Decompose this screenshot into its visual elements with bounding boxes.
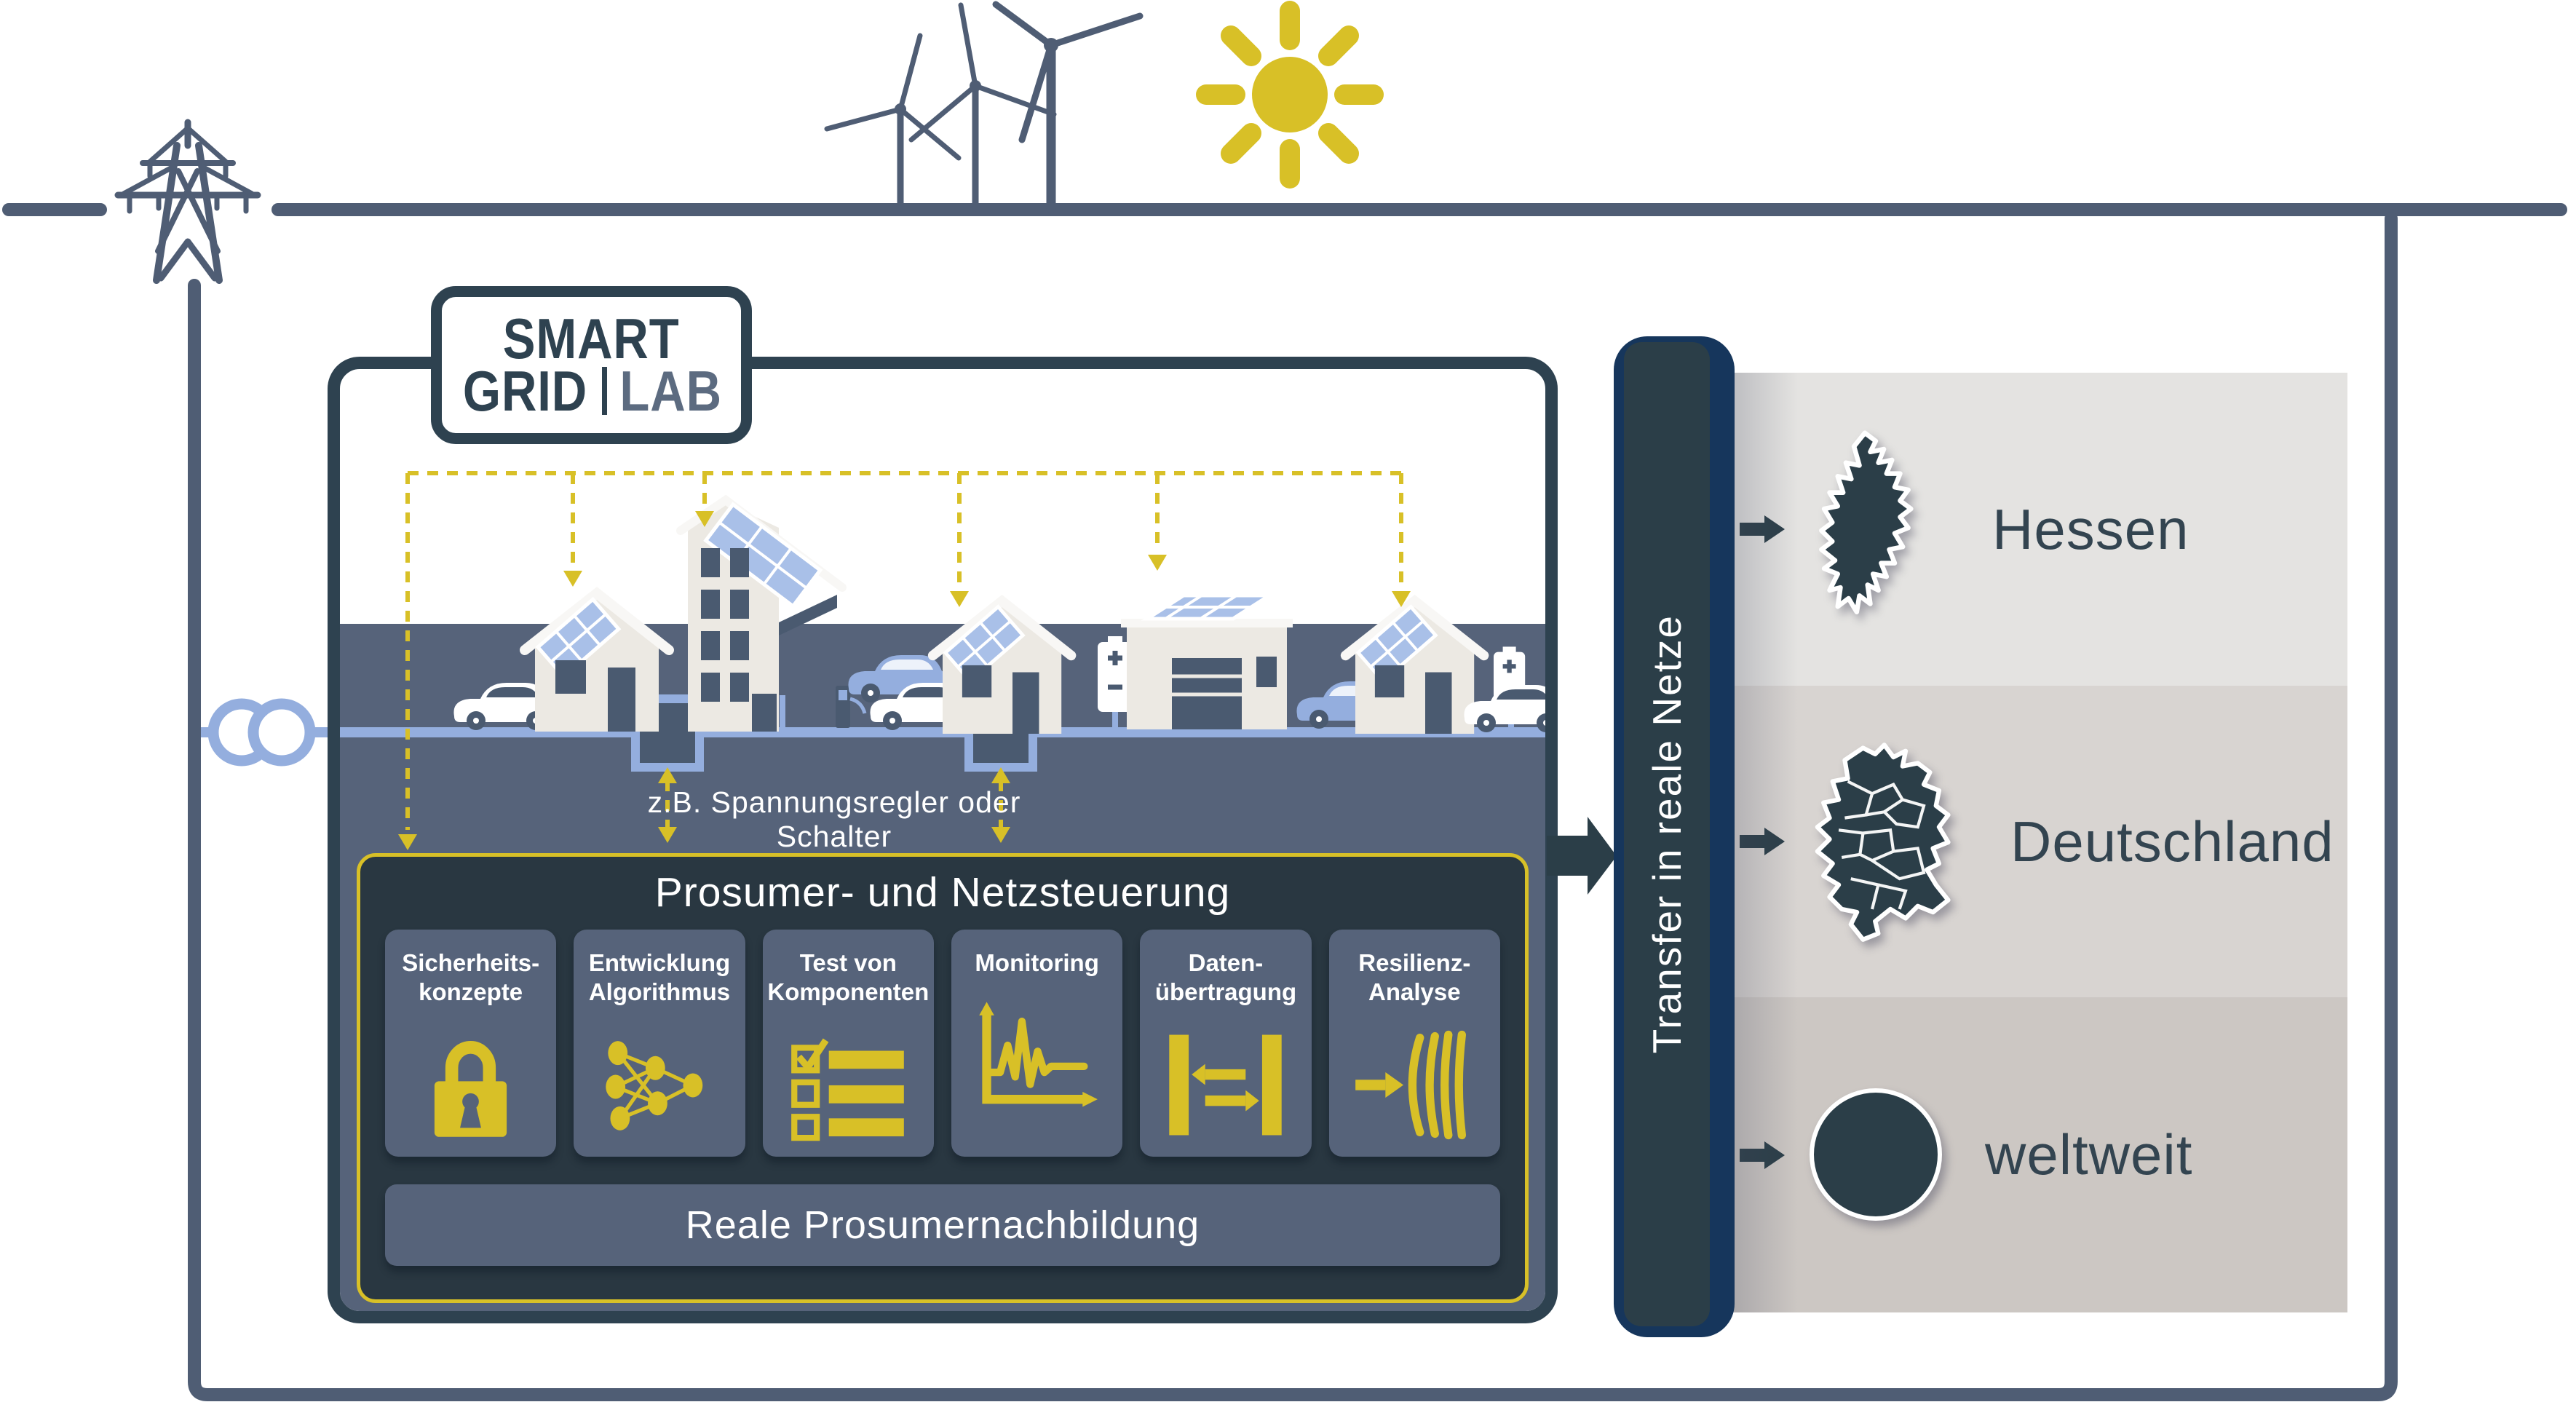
real-prosumer-bar: Reale Prosumernachbildung <box>385 1184 1500 1266</box>
panel-title: Prosumer- und Netzsteuerung <box>654 869 1231 916</box>
monitoring-graph-icon <box>951 989 1122 1113</box>
transmission-tower-icon <box>114 119 261 284</box>
transformer-icon <box>201 698 329 767</box>
house-icon <box>525 593 669 732</box>
globe-icon <box>1810 1088 1942 1221</box>
apartment-building-icon <box>676 494 847 732</box>
house-icon <box>1346 601 1484 734</box>
control-signal-arrowheads <box>398 511 1411 850</box>
warehouse-icon <box>1121 593 1293 729</box>
panel-box-monitoring: Monitoring <box>951 930 1123 1157</box>
logo-word-smart: SMART <box>503 306 680 371</box>
arrow-right-icon <box>1740 828 1785 855</box>
region-hessen: Hessen <box>1711 373 2347 686</box>
resilience-icon <box>1329 1018 1500 1141</box>
lock-icon <box>385 1018 556 1141</box>
prosumer-control-panel: Prosumer- und Netzsteuerung Sicherheits-… <box>357 853 1529 1303</box>
transfer-bar: Transfer in reale Netze <box>1614 336 1735 1337</box>
panel-box-test-von-komponenten: Test von Komponenten <box>762 930 934 1157</box>
transfer-label: Transfer in reale Netze <box>1644 614 1689 1054</box>
logo-word-lab: LAB <box>619 358 722 423</box>
target-networks-panel: Hessen Deutschland <box>1711 373 2347 1312</box>
panel-box-sicherheitskonzepte: Sicherheits- konzepte <box>385 930 557 1157</box>
data-transfer-icon <box>1140 1018 1311 1141</box>
transfer-arrow-icon <box>1547 817 1617 895</box>
house-icon <box>933 601 1071 734</box>
voltage-regulator-caption: z.B. Spannungsregler oder Schalter <box>647 785 1021 853</box>
region-weltweit: weltweit <box>1711 997 2347 1312</box>
charging-station-icon <box>836 686 867 728</box>
region-label: Deutschland <box>2010 809 2334 874</box>
smart-grid-lab-box: z.B. Spannungsregler oder Schalter Prosu… <box>328 357 1558 1323</box>
logo-divider <box>601 367 607 416</box>
panel-box-row: Sicherheits- konzepte Entwicklung Algori… <box>385 930 1500 1157</box>
transfer-bar-inner: Transfer in reale Netze <box>1624 342 1710 1326</box>
region-deutschland: Deutschland <box>1711 686 2347 997</box>
panel-box-entwicklung-algorithmus: Entwicklung Algorithmus <box>574 930 745 1157</box>
neural-network-icon <box>574 1018 745 1141</box>
grid-line-loop <box>188 212 2398 1401</box>
region-label: Hessen <box>1992 496 2189 561</box>
panel-box-datenuebertragung: Daten- übertragung <box>1140 930 1312 1157</box>
germany-map-icon <box>1815 742 1951 942</box>
region-label: weltweit <box>1985 1122 2193 1187</box>
arrow-right-icon <box>1740 515 1785 543</box>
logo-word-grid: GRID <box>462 358 587 423</box>
hessen-map-icon <box>1819 430 1914 614</box>
sun-icon <box>1196 1 1384 189</box>
arrow-right-icon <box>1740 1141 1785 1169</box>
control-signal-lines <box>405 471 1403 830</box>
smart-grid-lab-logo: SMART GRID LAB <box>431 286 752 444</box>
panel-box-resilienz-analyse: Resilienz- Analyse <box>1328 930 1500 1157</box>
checklist-icon <box>763 1018 934 1141</box>
wind-turbine-icon <box>824 1 1144 213</box>
